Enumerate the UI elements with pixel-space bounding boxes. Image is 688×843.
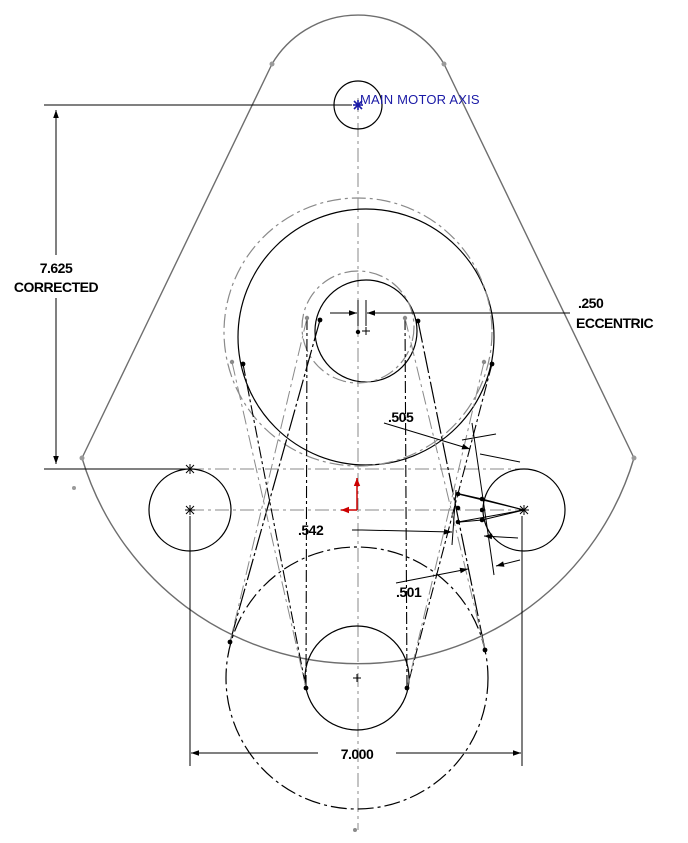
dim-505-value: .505 [388,409,414,425]
dim-7625-note: CORRECTED [14,279,99,295]
lower-pulley-center [353,674,361,682]
dim-250-note: ECCENTRIC [576,315,654,331]
upper-pulley-center-dot [355,329,361,335]
belt-tangent-points [227,317,495,691]
dim-7000-value: 7.000 [341,746,374,762]
upper-pulley-center [362,327,370,335]
dim-542-value: .542 [298,522,324,538]
dim-7625-value: 7.625 [40,260,73,276]
right-hole-construction-points [455,491,485,525]
origin-axes [341,478,361,514]
dim-7000 [189,516,523,766]
dim-250 [330,300,570,326]
main-motor-axis-mark [353,100,363,110]
dim-501 [395,559,521,584]
belt-lines-cross [242,317,493,689]
lower-pulley [225,546,489,810]
upper-pulley [223,197,495,467]
belt-lines-solid [229,319,486,651]
dim-501-value: .501 [396,584,422,600]
main-motor-axis-label: MAIN MOTOR AXIS [360,92,480,107]
dim-542 [361,529,519,540]
housing-outline [81,14,635,665]
centerlines [190,98,528,830]
dim-7625 [44,104,352,470]
dim-505 [383,422,521,576]
housing-points [72,61,637,490]
belt-lines-construction [229,317,486,689]
right-hole-construction [451,489,525,546]
dim-250-value: .250 [578,295,604,311]
belt-construction-points [229,315,487,832]
